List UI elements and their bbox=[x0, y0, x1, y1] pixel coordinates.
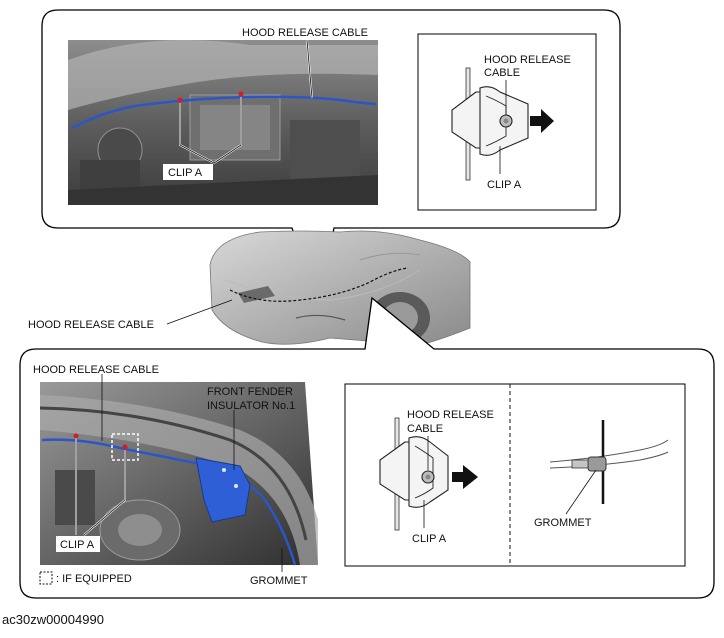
car-label-cable: HOOD RELEASE CABLE bbox=[28, 319, 154, 331]
top-photo-label-cable: HOOD RELEASE CABLE bbox=[242, 27, 368, 39]
bottom-pull-arrow bbox=[452, 465, 478, 489]
top-pull-arrow bbox=[530, 109, 554, 133]
legend-if-equipped: : IF EQUIPPED bbox=[56, 573, 132, 585]
top-callout: HOOD RELEASE CABLE CLIP A HOOD RELEASE C… bbox=[41, 9, 621, 308]
figure-code: ac30zw00004990 bbox=[2, 612, 104, 627]
legend-dashed-box-icon bbox=[39, 571, 53, 585]
top-clip-marker-2 bbox=[238, 91, 244, 97]
bottom-photo-label-insulator-line2: INSULATOR No.1 bbox=[207, 400, 295, 412]
bottom-callout: HOOD RELEASE CABLE FRONT FENDER INSULATO… bbox=[19, 296, 715, 599]
bottom-photo-label-clip: CLIP A bbox=[60, 539, 95, 551]
top-detail-label-clip: CLIP A bbox=[487, 179, 522, 191]
bottom-detail-label-clip: CLIP A bbox=[412, 533, 447, 545]
top-clip-detail bbox=[417, 33, 597, 211]
top-engine-photo bbox=[68, 39, 378, 205]
car-illustration bbox=[166, 230, 471, 346]
top-detail-label-cable-line1: HOOD RELEASE bbox=[484, 54, 571, 66]
bottom-clip-detail bbox=[379, 417, 478, 531]
bottom-detail-label-cable-line1: HOOD RELEASE bbox=[407, 409, 494, 421]
bottom-photo-label-cable: HOOD RELEASE CABLE bbox=[33, 364, 159, 376]
bottom-wheelhouse-photo bbox=[39, 374, 318, 572]
bottom-photo-label-grommet: GROMMET bbox=[250, 575, 308, 587]
top-clip-a-shape bbox=[451, 86, 529, 156]
grommet-detail bbox=[549, 420, 669, 515]
top-clip-marker-1 bbox=[177, 97, 183, 103]
front-fender-insulator bbox=[195, 457, 251, 523]
top-hood-release-cable bbox=[71, 95, 377, 130]
top-detail-label-cable-line2: CABLE bbox=[484, 67, 520, 79]
bottom-photo-label-insulator-line1: FRONT FENDER bbox=[207, 386, 293, 398]
bottom-clip-marker-1 bbox=[73, 433, 79, 439]
grommet-shape bbox=[587, 456, 607, 472]
bottom-detail-label-cable-line2: CABLE bbox=[407, 423, 443, 435]
bottom-detail-label-grommet: GROMMET bbox=[534, 517, 592, 529]
top-photo-label-clip: CLIP A bbox=[168, 167, 203, 179]
bottom-clip-marker-2 bbox=[122, 444, 128, 450]
car-hood-release-cable bbox=[229, 267, 409, 302]
bottom-detail-box bbox=[344, 383, 686, 567]
